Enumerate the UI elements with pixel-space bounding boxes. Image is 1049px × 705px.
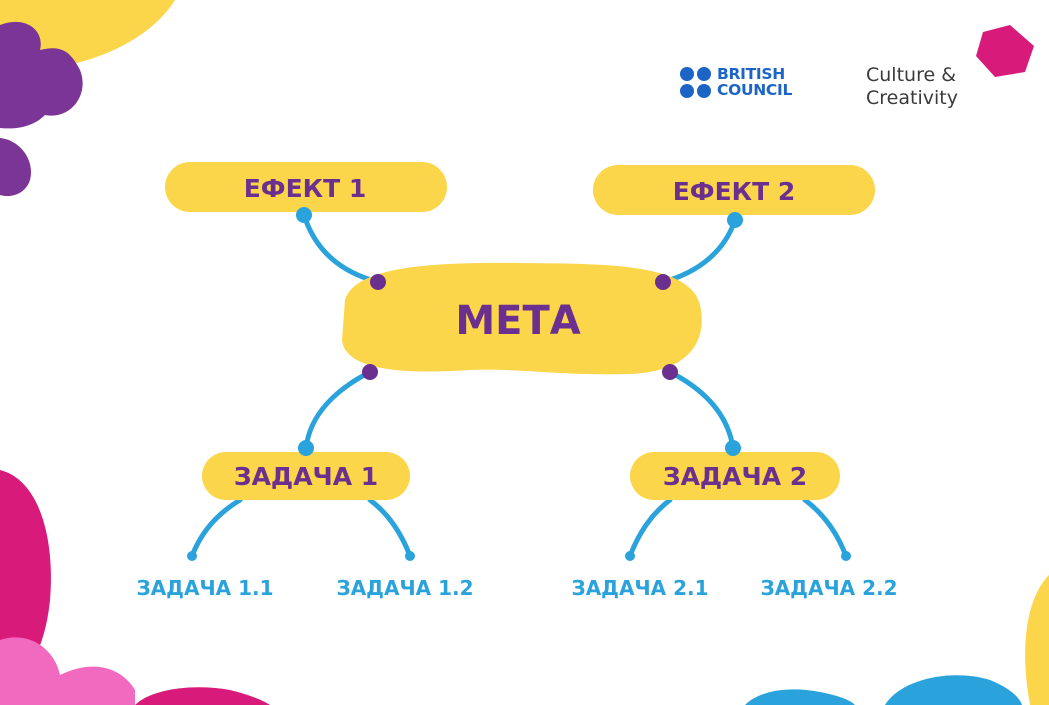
blue-dot	[725, 440, 741, 456]
culture-creativity-line-1: Culture &	[866, 64, 957, 86]
blue-small-dot	[187, 551, 197, 561]
connector-subtask-2-2	[802, 497, 849, 559]
purple-dot	[370, 274, 386, 290]
connector-subtask-1-1	[189, 497, 243, 559]
subtask-2-2-label: ЗАДАЧА 2.2	[760, 576, 897, 600]
task-2-label: ЗАДАЧА 2	[663, 462, 807, 491]
node-shapes	[165, 162, 875, 500]
center-node-shape	[342, 262, 702, 375]
british-council-line-2: COUNCIL	[717, 81, 793, 99]
connector-effect-2	[660, 217, 738, 285]
blue-dot	[727, 212, 743, 228]
purple-splash-shape	[0, 21, 83, 129]
blue-small-dot	[841, 551, 851, 561]
british-council-dots-icon	[680, 66, 711, 98]
task-1-label: ЗАДАЧА 1	[234, 462, 378, 491]
british-council-wordmark: BRITISH COUNCIL	[717, 66, 792, 98]
blue-bottom-right-shape	[885, 675, 1022, 705]
purple-drop-shape	[0, 138, 31, 197]
magenta-left-shape	[0, 470, 51, 690]
subtask-2-1-label: ЗАДАЧА 2.1	[571, 576, 708, 600]
purple-dot	[655, 274, 671, 290]
center-node-label: МЕТА	[455, 298, 580, 344]
joint-dots	[187, 207, 851, 561]
culture-creativity-line-2: Creativity	[866, 87, 958, 109]
task-2-shape	[630, 452, 840, 500]
blue-dot	[298, 440, 314, 456]
magenta-hexagon-shape	[976, 25, 1034, 77]
magenta-bottom-shape	[135, 687, 270, 705]
pink-bottom-left-shape	[0, 637, 135, 705]
british-council-line-1: BRITISH	[717, 65, 785, 83]
effect-2-label: ЕФЕКТ 2	[673, 177, 796, 206]
effect-1-label: ЕФЕКТ 1	[244, 174, 367, 203]
connector-task-1	[303, 369, 373, 451]
task-1-shape	[202, 452, 410, 500]
connector-effect-1	[301, 212, 381, 285]
purple-dot	[362, 364, 378, 380]
yellow-right-shape	[1025, 575, 1049, 705]
effect-2-shape	[593, 165, 875, 215]
culture-creativity-logo: Culture & Creativity	[866, 64, 958, 110]
purple-dot	[662, 364, 678, 380]
connector-subtask-2-1	[627, 497, 673, 559]
effect-1-shape	[165, 162, 447, 212]
blue-small-dot	[405, 551, 415, 561]
subtask-1-2-label: ЗАДАЧА 1.2	[336, 576, 473, 600]
connectors	[189, 212, 849, 559]
subtask-1-1-label: ЗАДАЧА 1.1	[136, 576, 273, 600]
blue-bottom-shape	[745, 689, 855, 705]
british-council-logo: BRITISH COUNCIL	[680, 66, 792, 98]
blue-dot	[296, 207, 312, 223]
connector-subtask-1-2	[367, 497, 413, 559]
connector-task-2	[667, 369, 736, 451]
blue-small-dot	[625, 551, 635, 561]
